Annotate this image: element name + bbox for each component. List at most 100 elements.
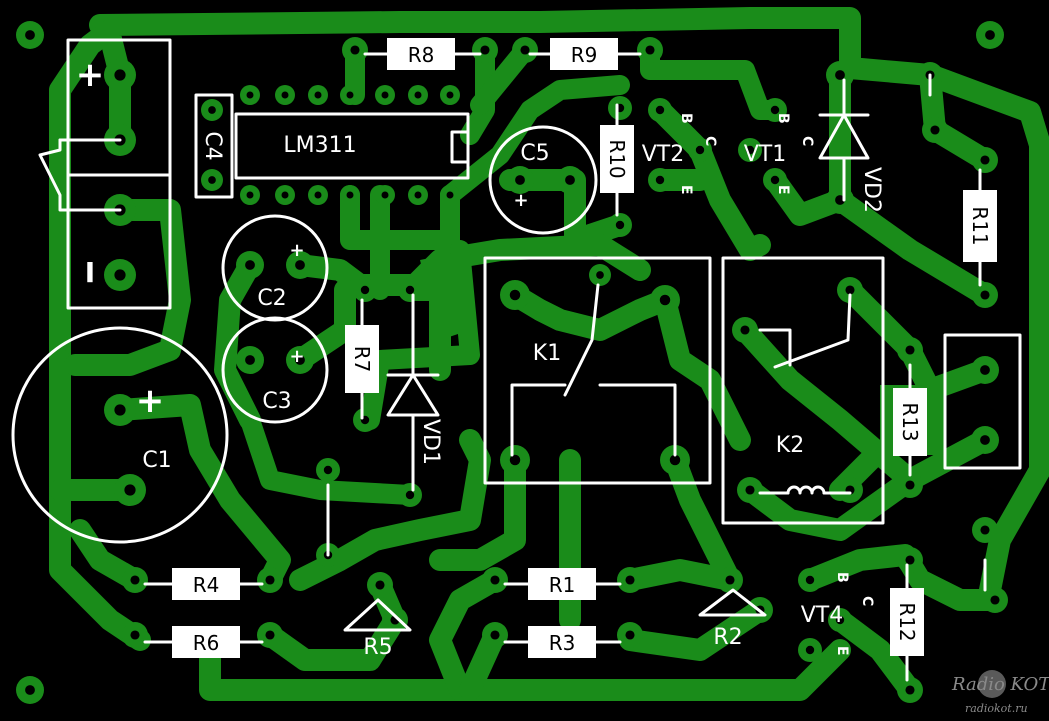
drill-hole [245, 355, 255, 365]
drill-hole [980, 435, 990, 445]
drill-hole [314, 91, 322, 99]
label-vt1: VT1 [744, 142, 787, 167]
watermark-sub: radiokot.ru [965, 702, 1028, 715]
label-r7: R7 [350, 346, 374, 373]
c3-plus-mark: + [289, 346, 304, 367]
label-k2: K2 [776, 433, 804, 458]
drill-hole [381, 91, 389, 99]
drill-hole [375, 580, 385, 590]
vt2-pin-b: B [678, 113, 694, 124]
drill-hole [323, 465, 333, 475]
connector-minus-mark: I [85, 256, 95, 289]
vt1-pin-e: E [775, 185, 791, 195]
drill-hole [346, 91, 354, 99]
label-c5: C5 [520, 141, 549, 166]
drill-hole [695, 145, 705, 155]
label-r13: R13 [898, 402, 922, 441]
drill-hole [265, 630, 275, 640]
drill-hole [208, 106, 216, 114]
label-r2: R2 [713, 625, 742, 650]
drill-hole [245, 260, 255, 270]
drill-hole [745, 145, 755, 155]
c5-plus-mark: + [513, 190, 528, 211]
drill-hole [130, 630, 140, 640]
drill-hole [745, 485, 755, 495]
drill-hole [625, 575, 635, 585]
label-r12: R12 [895, 602, 919, 641]
drill-hole [655, 105, 665, 115]
drill-hole [596, 271, 604, 279]
drill-hole [295, 355, 305, 365]
k1-outline [483, 256, 712, 485]
drill-hole [669, 454, 681, 466]
drill-hole [381, 191, 389, 199]
drill-hole [645, 45, 655, 55]
drill-hole [295, 260, 305, 270]
drill-hole [805, 575, 815, 585]
drill-hole [515, 175, 525, 185]
drill-hole [414, 191, 422, 199]
label-ic: LM311 [283, 133, 356, 158]
k2-outline [721, 256, 885, 525]
c2-plus-mark: + [289, 240, 304, 261]
drill-hole [346, 191, 354, 199]
drill-hole [520, 45, 530, 55]
drill-hole [490, 575, 500, 585]
drill-hole [835, 195, 845, 205]
drill-hole [114, 404, 126, 416]
drill-hole [114, 69, 126, 81]
drill-hole [25, 30, 35, 40]
c1-outline [11, 326, 229, 544]
drill-hole [905, 555, 915, 565]
label-c2: C2 [257, 286, 286, 311]
label-c4: C4 [200, 131, 225, 160]
drill-hole [835, 70, 845, 80]
vt2-pin-e: E [678, 185, 694, 195]
watermark-main: Radio KOT [951, 674, 1049, 695]
drill-hole [980, 525, 990, 535]
drill-hole [845, 285, 855, 295]
label-r10: R10 [605, 139, 629, 178]
drill-hole [208, 176, 216, 184]
vt2-pin-c: C [702, 136, 718, 146]
watermark-logo: Radio KOT radiokot.ru [951, 670, 1049, 715]
drill-hole [360, 285, 370, 295]
drill-hole [124, 484, 136, 496]
drill-hole [490, 630, 500, 640]
label-r5: R5 [363, 635, 392, 660]
label-r4: R4 [193, 573, 220, 597]
drill-hole [246, 91, 254, 99]
drill-hole [509, 289, 521, 301]
drill-hole [314, 191, 322, 199]
component-labels: R8 R9 R10 R11 R7 R13 R12 R4 R6 R1 R3 R5 … [76, 43, 992, 660]
vt4-pin-b: B [834, 572, 850, 583]
label-r8: R8 [408, 43, 435, 67]
label-vd1: VD1 [418, 419, 443, 465]
drill-hole [770, 105, 780, 115]
c2-outline [221, 214, 329, 322]
ic-outline [234, 112, 470, 180]
drill-hole [980, 155, 990, 165]
drill-hole [25, 685, 35, 695]
drill-hole [990, 595, 1000, 605]
drill-hole [265, 575, 275, 585]
label-r9: R9 [571, 43, 598, 67]
drill-hole [725, 575, 735, 585]
label-c3: C3 [262, 389, 291, 414]
drill-hole [281, 91, 289, 99]
label-vd2: VD2 [859, 167, 884, 213]
silkscreen [11, 38, 1022, 682]
c3-outline [221, 316, 329, 424]
label-vt4: VT4 [801, 603, 844, 628]
drill-hole [246, 191, 254, 199]
drill-hole [905, 480, 915, 490]
drill-hole [930, 125, 940, 135]
label-r1: R1 [549, 573, 576, 597]
label-c1: C1 [142, 448, 171, 473]
drill-hole [565, 175, 575, 185]
pads [16, 21, 1008, 704]
drill-hole [770, 175, 780, 185]
drill-hole [835, 615, 845, 625]
c5-outline [488, 125, 598, 235]
